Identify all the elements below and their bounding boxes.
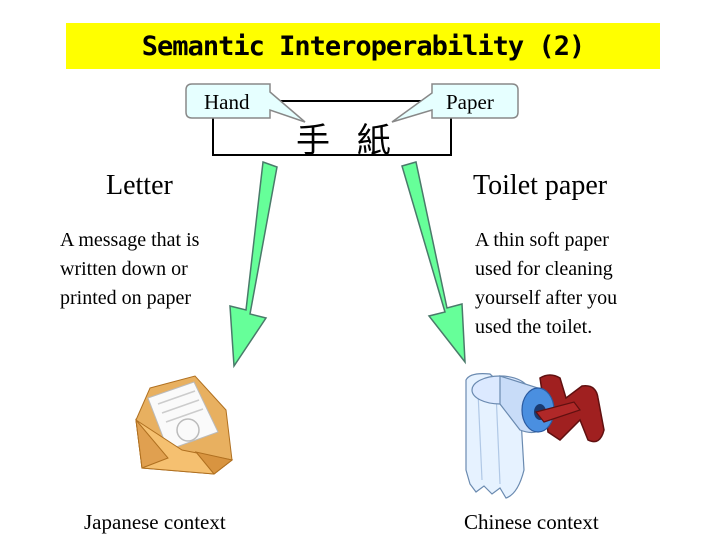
toilet-paper-description-line: A thin soft paper — [475, 229, 609, 251]
toilet-paper-description: A thin soft paper used for cleaning your… — [475, 226, 617, 342]
letter-heading: Letter — [106, 170, 173, 201]
kanji-word: 手 紙 — [296, 121, 399, 161]
callout-hand — [185, 83, 306, 123]
page-title: Semantic Interoperability (2) — [141, 30, 585, 62]
letter-description-line: A message that is — [60, 229, 200, 251]
letter-description: A message that is written down or printe… — [60, 226, 199, 313]
envelope-icon — [135, 375, 234, 475]
toilet-paper-description-line: used the toilet. — [475, 316, 593, 338]
toilet-paper-heading: Toilet paper — [473, 170, 608, 201]
chinese-context-label: Chinese context — [464, 510, 599, 534]
arrow-to-toilet-paper — [401, 161, 466, 365]
toilet-paper-description-line: yourself after you — [475, 287, 618, 309]
toilet-paper-description-line: used for cleaning — [475, 258, 613, 280]
arrow-to-letter — [229, 160, 278, 369]
toilet-paper-icon — [465, 373, 605, 499]
letter-description-line: printed on paper — [60, 287, 192, 309]
callout-paper-label: Paper — [446, 90, 494, 114]
japanese-context-label: Japanese context — [84, 510, 226, 534]
callout-hand-label: Hand — [204, 90, 250, 114]
callout-paper — [391, 83, 519, 123]
title-bar: Semantic Interoperability (2) — [66, 23, 660, 69]
letter-description-line: written down or — [60, 258, 188, 280]
